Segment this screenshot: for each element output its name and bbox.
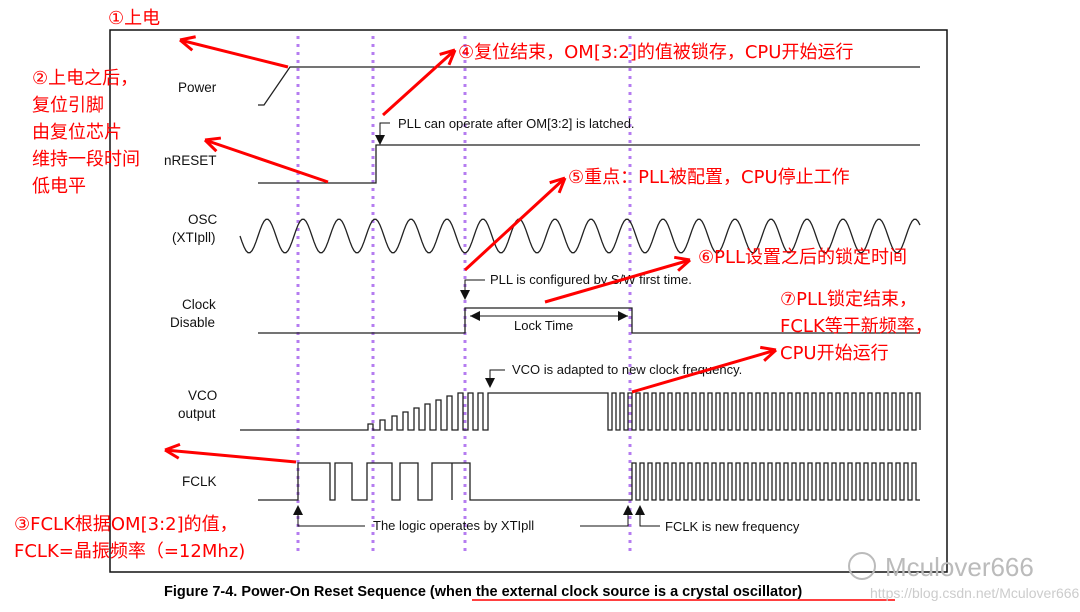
- annotation-6: ⑥PLL设置之后的锁定时间: [698, 247, 907, 268]
- label-vco: VCO: [188, 388, 217, 403]
- annotation-4: ④复位结束，OM[3:2]的值被锁存，CPU开始运行: [458, 42, 853, 63]
- watermark: Mculover666 https://blog.csdn.net/Mculov…: [848, 552, 1080, 601]
- annotation-3-line2: FCLK=晶振频率（=12Mhz): [14, 541, 245, 562]
- note-markers: [293, 122, 660, 527]
- note-vco-adapted: VCO is adapted to new clock frequency.: [512, 362, 742, 377]
- vco-wave: [240, 392, 921, 431]
- osc-wave: [239, 218, 921, 254]
- annotation-2-line5: 低电平: [32, 176, 86, 197]
- clock-disable-wave: [258, 307, 920, 334]
- fclk-wave: [258, 462, 920, 501]
- label-nreset: nRESET: [164, 153, 217, 168]
- arrow-down-icon: [375, 135, 385, 145]
- wechat-icon: [848, 552, 876, 580]
- annotation-3-line1: ③FCLK根据OM[3:2]的值，: [14, 514, 238, 535]
- figure-caption-prefix: Figure 7-4. Power-On Reset Sequence (whe…: [164, 584, 802, 600]
- red-arrowhead-icon: [759, 345, 778, 362]
- label-clock: Clock: [182, 297, 216, 312]
- note-lock-time: Lock Time: [514, 318, 573, 333]
- red-arrow-line: [631, 348, 777, 394]
- annotation-7-line2: FCLK等于新频率，: [780, 316, 933, 337]
- annotation-7-line3: CPU开始运行: [780, 343, 889, 364]
- note-pll-operate: PLL can operate after OM[3:2] is latched…: [398, 116, 635, 131]
- watermark-name: Mculover666: [885, 552, 1034, 582]
- red-arrowhead-icon: [549, 176, 567, 194]
- red-arrow-line: [463, 176, 567, 272]
- label-output: output: [178, 406, 216, 421]
- annotation-2-line1: ②上电之后，: [32, 68, 138, 89]
- label-osc: OSC: [188, 212, 218, 227]
- marker-lines-bottom: [297, 512, 660, 527]
- watermark-url: https://blog.csdn.net/Mculover666: [870, 585, 1080, 601]
- annotation-2-line2: 复位引脚: [32, 95, 104, 116]
- red-arrowhead-icon: [164, 442, 181, 460]
- annotation-arrows: [164, 35, 778, 464]
- red-arrowhead-icon: [673, 255, 692, 272]
- annotation-7-line1: ⑦PLL锁定结束，: [780, 289, 917, 310]
- label-xtipll: (XTIpll): [172, 230, 216, 245]
- red-arrow-line: [544, 258, 691, 304]
- figure-caption-underlined: (when the external clock source is a cry…: [430, 584, 802, 600]
- arrow-down-icon: [485, 378, 495, 388]
- arrow-down-icon: [460, 290, 470, 300]
- annotation-5: ⑤重点：PLL被配置，CPU停止工作: [568, 167, 850, 188]
- arrow-up-icon: [293, 505, 645, 515]
- red-arrowhead-icon: [203, 136, 222, 153]
- label-power: Power: [178, 80, 217, 95]
- marker-vco: [489, 369, 505, 380]
- label-fclk: FCLK: [182, 474, 217, 489]
- annotation-2-line4: 维持一段时间: [32, 149, 140, 170]
- red-arrowhead-icon: [439, 48, 457, 66]
- label-disable: Disable: [170, 315, 215, 330]
- note-pll-configured: PLL is configured by S/W first time.: [490, 272, 692, 287]
- red-arrow-line: [164, 448, 297, 464]
- annotation-2-line3: 由复位芯片: [32, 122, 122, 143]
- diagram-frame: [109, 29, 948, 573]
- power-wave: [258, 66, 920, 106]
- nreset-wave: [258, 144, 920, 184]
- annotation-1: ①上电: [108, 8, 160, 29]
- waveforms: [239, 66, 921, 501]
- red-arrow-line: [179, 38, 289, 69]
- marker-pll-operate: [379, 122, 390, 138]
- red-arrowhead-icon: [179, 35, 196, 52]
- marker-pll-configured: [464, 279, 485, 292]
- red-arrow-line: [204, 138, 329, 184]
- note-fclk-new: FCLK is new frequency: [665, 519, 800, 534]
- note-logic-xtipll: The logic operates by XTIpll: [373, 518, 534, 533]
- red-arrow-line: [381, 48, 457, 117]
